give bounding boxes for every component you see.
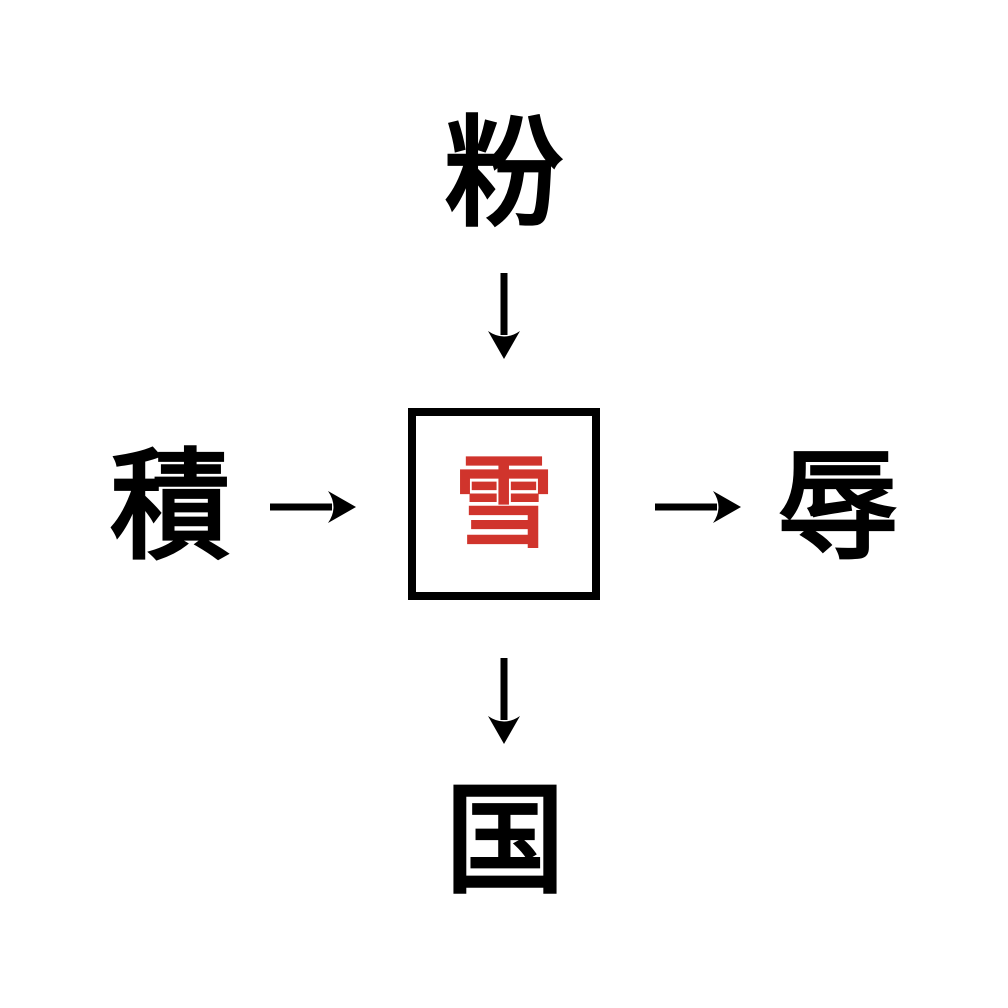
arrow-right-icon (655, 491, 741, 523)
center-box: 雪 (408, 408, 600, 600)
kanji-right: 辱 (778, 438, 898, 577)
kanji-center: 雪 (454, 445, 554, 562)
kanji-left: 積 (110, 438, 230, 577)
kanji-top: 粉 (444, 105, 564, 244)
arrow-down-icon (488, 273, 520, 359)
arrow-right-icon (270, 491, 356, 523)
kanji-bottom: 国 (445, 772, 565, 911)
arrow-down-icon (488, 658, 520, 744)
